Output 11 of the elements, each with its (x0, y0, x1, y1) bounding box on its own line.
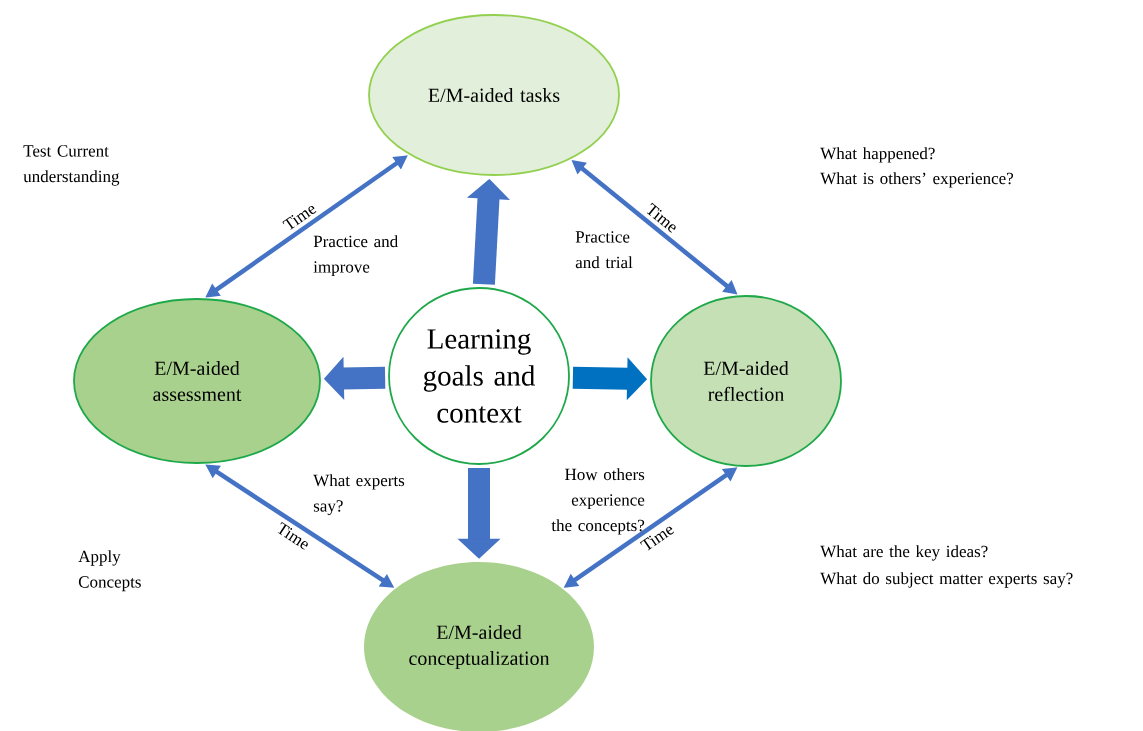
edge-label: Time (280, 200, 319, 233)
note-text: What experts say? (313, 474, 405, 516)
note-text: Practice and trial (575, 231, 633, 269)
note-text: Apply Concepts (78, 550, 141, 592)
note-text: Practice and improve (313, 235, 398, 277)
note-text: What are the key ideas? (820, 545, 988, 561)
note-text: What is others’ experience? (820, 172, 1014, 188)
note-text: What do subject matter experts say? (820, 572, 1073, 588)
edge-label: Time (274, 520, 313, 552)
note-text: What happened? (820, 147, 935, 163)
note-text: Test Current understanding (23, 145, 120, 186)
